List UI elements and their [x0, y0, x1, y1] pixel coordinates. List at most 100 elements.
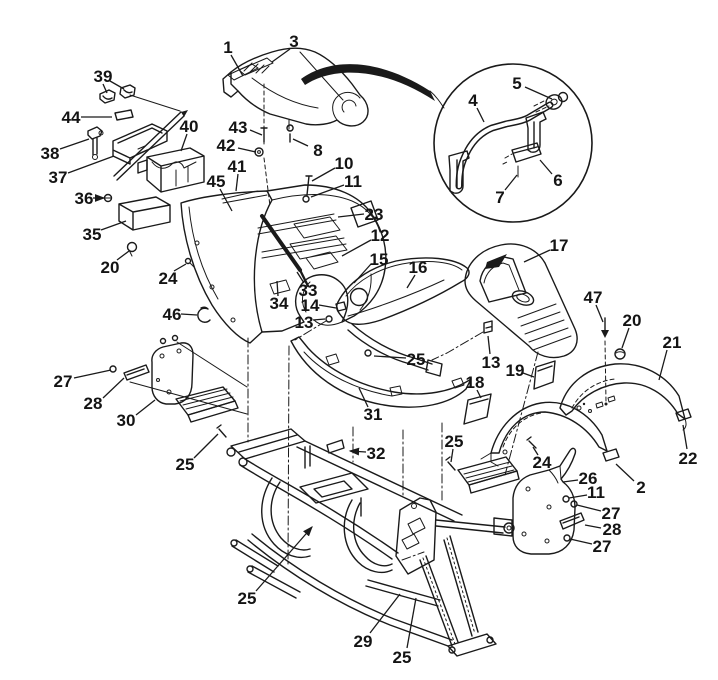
- callout-11: 11: [587, 483, 605, 502]
- leader-line: [522, 372, 535, 378]
- leader-line: [255, 526, 313, 592]
- leader-line: [59, 138, 90, 150]
- leader-line: [135, 399, 156, 416]
- screw-24-left: [184, 257, 192, 265]
- callout-3: 3: [289, 32, 298, 51]
- nut-13-left: [325, 315, 333, 323]
- box-lid-37: [112, 123, 168, 165]
- leader-line: [406, 274, 416, 289]
- leader-line: [100, 220, 127, 231]
- clip-14: [335, 301, 347, 312]
- leader-line: [73, 369, 112, 379]
- callout-28: 28: [84, 394, 103, 413]
- callout-19: 19: [506, 361, 525, 380]
- leader-line: [353, 263, 372, 284]
- tab-2: [602, 448, 620, 462]
- screw-25-left: [216, 424, 227, 438]
- leader-line: [476, 107, 485, 123]
- console-cover: [431, 243, 578, 425]
- lower-front-panel: [290, 336, 472, 408]
- callout-36: 36: [75, 189, 94, 208]
- leader-line: [180, 133, 188, 152]
- leader-line: [310, 184, 345, 198]
- callout-27: 27: [54, 372, 73, 391]
- leader-line: [109, 80, 125, 90]
- leader-line: [180, 313, 198, 316]
- rear-gusset-plate: [395, 497, 437, 575]
- leader-line: [562, 479, 579, 483]
- cap-20-left: [126, 241, 138, 253]
- leader-line: [173, 263, 187, 272]
- callout-29: 29: [354, 632, 373, 651]
- panel-hole: [349, 287, 369, 307]
- front-rack-panel: [294, 257, 470, 377]
- callout-26: 26: [579, 469, 598, 488]
- leader-line: [312, 318, 326, 321]
- leader-line: [358, 387, 369, 408]
- leader-line: [249, 129, 263, 136]
- nut-11-right: [562, 495, 570, 503]
- pin-43: [260, 127, 268, 143]
- leader-line: [615, 463, 635, 482]
- leader-line: [373, 355, 407, 359]
- callout-7: 7: [495, 188, 504, 207]
- callout-28: 28: [603, 520, 622, 539]
- leader-line: [318, 304, 337, 309]
- callout-6: 6: [553, 171, 562, 190]
- callout-30: 30: [117, 411, 136, 430]
- nut-11: [302, 195, 310, 203]
- magnifier-swoosh: [301, 64, 445, 109]
- callout-12: 12: [371, 226, 390, 245]
- callout-25: 25: [176, 455, 195, 474]
- leader-line: [348, 447, 367, 456]
- heel-guard-30: [151, 342, 194, 405]
- frame: [226, 428, 515, 657]
- callout-44: 44: [62, 108, 81, 127]
- hook-46: [197, 306, 211, 323]
- screw-24-right: [526, 436, 537, 449]
- strip-44: [114, 109, 134, 121]
- bracket-foot-left: [448, 150, 470, 194]
- leader-line: [595, 304, 604, 323]
- clip-39b: [119, 84, 136, 99]
- leader-line: [523, 249, 551, 263]
- plate-6: [511, 142, 542, 163]
- callout-4: 4: [468, 91, 478, 110]
- callout-40: 40: [180, 117, 199, 136]
- screw-25-top: [445, 456, 456, 471]
- projection-lines: [247, 337, 539, 567]
- leader-line: [658, 349, 668, 381]
- front-fender: [180, 157, 387, 344]
- leader-line: [276, 280, 279, 297]
- callout-46: 46: [163, 305, 182, 324]
- tube-end: [545, 94, 563, 110]
- screw-25-mid: [364, 349, 372, 357]
- leader-line: [102, 377, 125, 399]
- leader-line: [235, 173, 239, 192]
- inset-circle: [433, 63, 593, 223]
- leader-line: [682, 424, 688, 450]
- leader-line: [621, 327, 630, 349]
- callout-27: 27: [593, 537, 612, 556]
- leader-line: [230, 54, 244, 77]
- callout-31: 31: [364, 405, 383, 424]
- callout-33: 33: [299, 281, 318, 300]
- bolt-5: [557, 91, 569, 103]
- center-footrest: [445, 456, 520, 494]
- detail-inset: [433, 63, 593, 223]
- leader-line: [67, 155, 115, 174]
- callout-16: 16: [409, 258, 428, 277]
- support-rod: [113, 111, 185, 181]
- callout-43: 43: [229, 118, 248, 137]
- leader-line: [487, 335, 491, 355]
- clip-39a: [99, 89, 116, 104]
- callout-8: 8: [313, 141, 322, 160]
- leader-line: [584, 524, 602, 529]
- callout-25: 25: [393, 648, 412, 667]
- strip-28-left: [123, 364, 150, 381]
- callout-13: 13: [482, 353, 501, 372]
- callout-41: 41: [228, 157, 247, 176]
- callout-5: 5: [512, 74, 521, 93]
- leader-line: [116, 250, 130, 261]
